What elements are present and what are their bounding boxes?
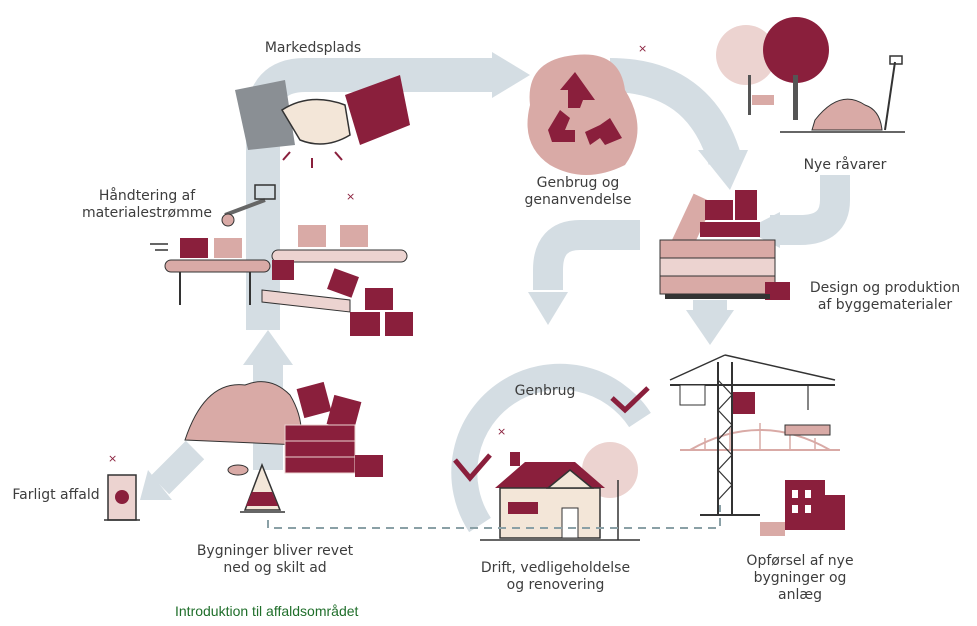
check-mark-icon — [610, 386, 650, 414]
hazard-barrel-icon — [104, 474, 140, 521]
house-icon — [480, 442, 640, 541]
demolition-icon — [184, 381, 383, 513]
label-genbrug: Genbrug — [514, 383, 576, 399]
conveyor-icon — [150, 184, 413, 336]
crane-icon — [669, 354, 840, 516]
building-materials-icon — [659, 190, 790, 300]
new-building-icon — [760, 480, 845, 536]
label-markedsplads: Markedsplads — [264, 40, 362, 56]
label-design-produktion: Design og produktion af byggematerialer — [809, 280, 961, 313]
dashed-ground-line — [267, 505, 721, 529]
x-mark-icon: × — [497, 425, 506, 438]
x-mark-icon: × — [346, 190, 355, 203]
x-mark-icon: × — [638, 42, 647, 55]
crane-load — [784, 424, 831, 436]
raw-materials-icon — [716, 17, 905, 133]
x-mark-icon: × — [108, 452, 117, 465]
recycle-icon — [527, 54, 638, 175]
label-haandtering: Håndtering af materialestrømme — [81, 188, 213, 221]
label-genbrug-genanvendelse: Genbrug og genanvendelse — [524, 175, 632, 208]
caption: Introduktion til affaldsområdet — [175, 603, 359, 619]
label-opfoersel: Opførsel af nye bygninger og anlæg — [746, 553, 854, 603]
flow-arrowheads — [140, 52, 780, 500]
handshake-icon — [235, 75, 410, 168]
label-bygninger-revet: Bygninger bliver revet ned og skilt ad — [196, 543, 354, 576]
label-farligt-affald: Farligt affald — [12, 487, 100, 503]
check-mark-icon — [453, 453, 492, 482]
label-nye-raavarer: Nye råvarer — [803, 157, 887, 173]
crane-cab — [733, 392, 755, 414]
label-drift: Drift, vedligeholdelse og renovering — [480, 560, 631, 593]
